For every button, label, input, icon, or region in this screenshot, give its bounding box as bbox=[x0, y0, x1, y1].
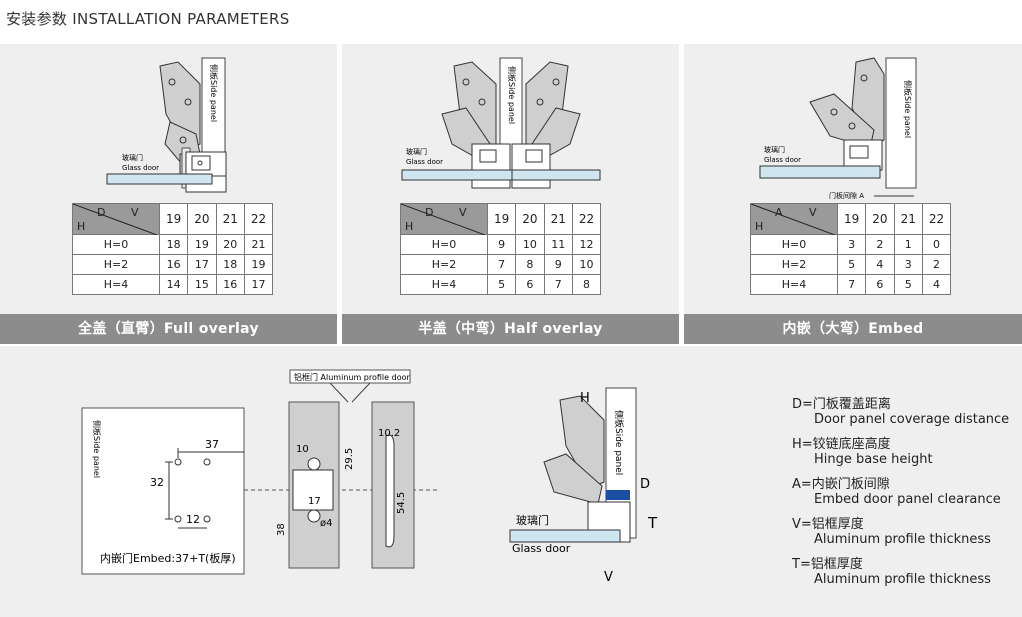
column-header: 19 bbox=[486, 203, 517, 235]
table-row: H=4 14 15 16 17 bbox=[72, 274, 274, 295]
table-row: H=0 3 2 1 0 bbox=[750, 234, 952, 255]
table-row: H=4 5 6 7 8 bbox=[400, 274, 602, 295]
section-glass-label-cn: 玻璃门 bbox=[516, 513, 549, 527]
table-row: H=2 5 4 3 2 bbox=[750, 254, 952, 275]
profile-door-diagram: 铝框门 Aluminum profile door 10 29.5 17 38 … bbox=[276, 369, 415, 569]
profile-door-label: 铝框门 Aluminum profile door bbox=[294, 372, 410, 382]
section-d-label: D bbox=[640, 477, 650, 492]
glass-label-en: Glass door bbox=[764, 156, 801, 164]
half-overlay-diagram: 侧板Side panel 玻璃门 Glass door bbox=[401, 57, 601, 189]
page-title: 安装参数 INSTALLATION PARAMETERS bbox=[6, 10, 290, 28]
column-header: 21 bbox=[215, 203, 245, 235]
table-corner-cell: A V H bbox=[750, 203, 838, 235]
table-corner-cell: D V H bbox=[72, 203, 160, 235]
glass-label-cn: 玻璃门 bbox=[122, 153, 143, 162]
column-header: 21 bbox=[543, 203, 573, 235]
glass-label-en: Glass door bbox=[406, 158, 443, 166]
embed-caption: 内嵌（大弯）Embed bbox=[684, 314, 1022, 344]
dim-12: 12 bbox=[186, 513, 200, 526]
dim-29-5: 29.5 bbox=[344, 448, 355, 470]
section-glass-label-en: Glass door bbox=[512, 542, 571, 555]
embed-diagram: 门板间隙 A 侧板Side panel 玻璃门 Glass door bbox=[759, 57, 917, 200]
column-header: 21 bbox=[893, 203, 923, 235]
full-overlay-caption: 全盖（直臂）Full overlay bbox=[0, 314, 337, 344]
bottom-section: 侧板Side panel 37 32 12 内嵌门Embed:37+T(板厚) … bbox=[0, 346, 1022, 617]
drill-side-panel-label: 侧板Side panel bbox=[92, 420, 102, 478]
glass-label-cn: 玻璃门 bbox=[764, 145, 785, 154]
column-header: 20 bbox=[865, 203, 895, 235]
glass-label-cn: 玻璃门 bbox=[406, 147, 427, 156]
hinge-section-diagram: 侧板Side panel H D T V 玻璃门 Glass door bbox=[509, 387, 658, 585]
section-t-label: T bbox=[647, 514, 658, 532]
column-header: 19 bbox=[836, 203, 867, 235]
table-row: H=2 7 8 9 10 bbox=[400, 254, 602, 275]
section-side-panel-label: 侧板Side panel bbox=[613, 410, 625, 475]
hinge-base bbox=[606, 490, 630, 500]
technical-drawings: 侧板Side panel 37 32 12 内嵌门Embed:37+T(板厚) … bbox=[81, 369, 658, 585]
dim-diameter-4: ø4 bbox=[320, 518, 332, 529]
column-header: 22 bbox=[243, 203, 274, 235]
dim-38: 38 bbox=[276, 523, 287, 536]
full-overlay-diagram: 侧板Side panel 玻璃门 Glass door bbox=[106, 57, 227, 193]
embed-note: 内嵌门Embed:37+T(板厚) bbox=[100, 551, 236, 565]
gap-label: 门板间隙 A bbox=[829, 191, 864, 200]
dim-10: 10 bbox=[296, 444, 309, 455]
table-corner-cell: D V H bbox=[400, 203, 488, 235]
side-panel-label: 侧板Side panel bbox=[903, 80, 913, 138]
full-overlay-panel: 侧板Side panel 玻璃门 Glass door D V H 19 20 … bbox=[0, 44, 337, 314]
half-overlay-panel: 侧板Side panel 玻璃门 Glass door D V H 19 20 … bbox=[342, 44, 679, 314]
half-overlay-caption: 半盖（中弯）Half overlay bbox=[342, 314, 679, 344]
drilling-diagram: 侧板Side panel 37 32 12 内嵌门Embed:37+T(板厚) bbox=[81, 407, 245, 575]
dim-10-2: 10.2 bbox=[378, 428, 400, 439]
table-row: H=0 9 10 11 12 bbox=[400, 234, 602, 255]
glass-label-en: Glass door bbox=[122, 164, 159, 172]
column-header: 22 bbox=[571, 203, 602, 235]
column-header: 20 bbox=[187, 203, 217, 235]
side-panel-label: 侧板Side panel bbox=[507, 66, 517, 124]
embed-table: A V H 19 20 21 22 H=0 3 2 1 0 H=2 5 4 3 … bbox=[750, 203, 952, 295]
embed-panel: 门板间隙 A 侧板Side panel 玻璃门 Glass door A V H… bbox=[684, 44, 1022, 314]
half-overlay-table: D V H 19 20 21 22 H=0 9 10 11 12 H=2 7 8… bbox=[400, 203, 602, 295]
full-overlay-table: D V H 19 20 21 22 H=0 18 19 20 21 H=2 16… bbox=[72, 203, 274, 295]
dim-32: 32 bbox=[150, 476, 164, 489]
column-header: 20 bbox=[515, 203, 545, 235]
dim-37: 37 bbox=[205, 438, 219, 451]
section-v-label: V bbox=[604, 570, 613, 585]
dim-54-5: 54.5 bbox=[396, 492, 407, 514]
section-h-label: H bbox=[580, 391, 590, 406]
side-panel-label: 侧板Side panel bbox=[209, 64, 219, 122]
table-row: H=4 7 6 5 4 bbox=[750, 274, 952, 295]
column-header: 22 bbox=[921, 203, 952, 235]
column-header: 19 bbox=[158, 203, 189, 235]
dim-17: 17 bbox=[308, 496, 321, 507]
table-row: H=2 16 17 18 19 bbox=[72, 254, 274, 275]
table-row: H=0 18 19 20 21 bbox=[72, 234, 274, 255]
